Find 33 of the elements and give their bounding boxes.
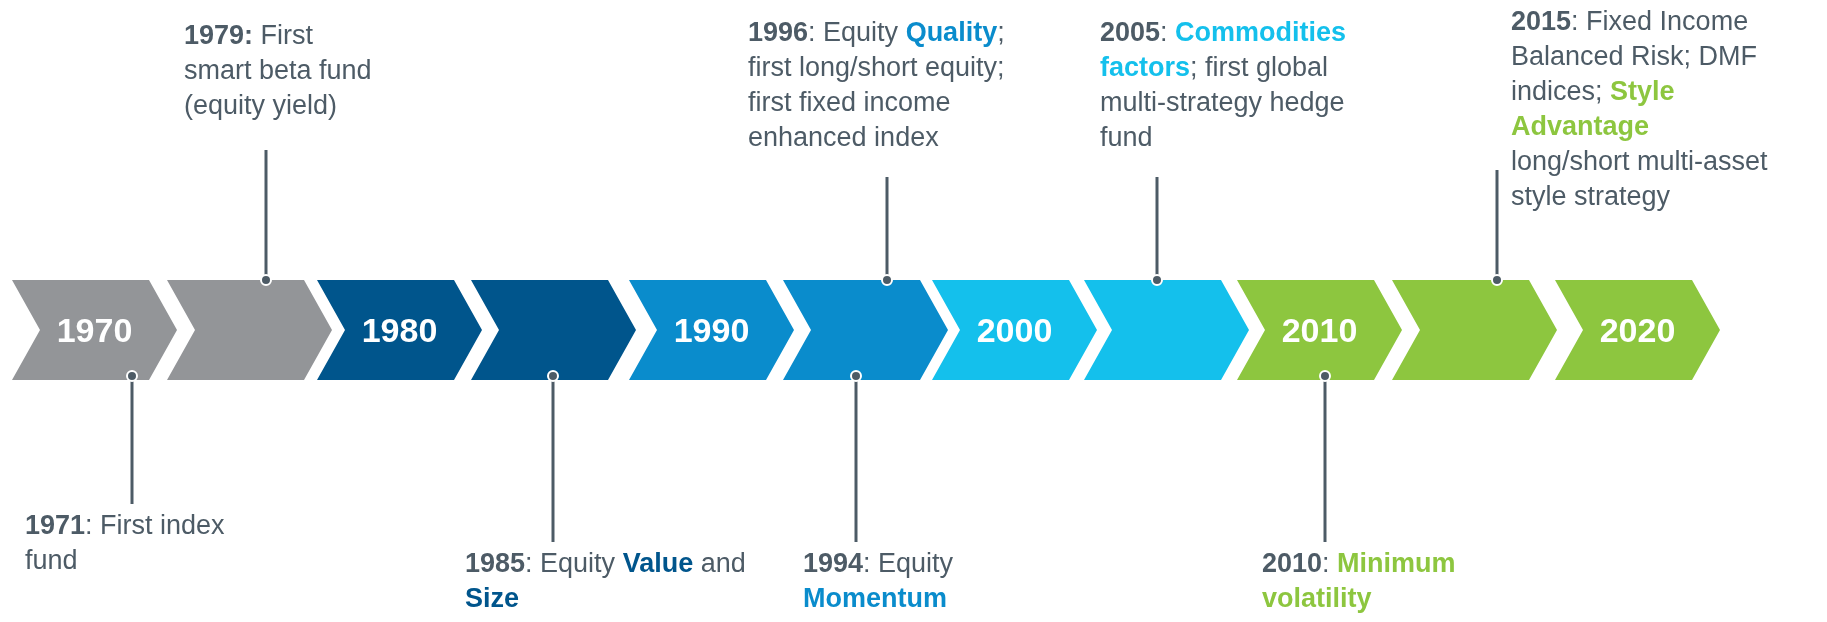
timeline-segment [1237,280,1402,380]
timeline-segment [1392,280,1557,380]
year-label: 2020 [1598,309,1677,351]
callout-text: 2015: Fixed Income Balanced Risk; DMF indices; Style Advantage long/short multi-asset style strategy [1497,4,1772,214]
year-label: 2010 [1280,309,1359,351]
year-label: 1990 [672,309,751,351]
callout-text: 1971: First index fund [25,508,245,578]
callout-text: 2005: Commodities factors; first global multi-strategy hedge fund [1100,15,1375,155]
year-label: 2000 [975,309,1054,351]
leader-line [260,150,272,286]
timeline-segment [1555,280,1720,380]
leader-line [850,370,862,542]
year-label: 1980 [360,309,439,351]
leader-line [1151,177,1163,286]
callout-text: 1979: First smart beta fund (equity yield) [184,18,384,123]
leader-line [1491,170,1503,286]
leader-line [881,177,893,286]
leader-line [547,370,559,542]
timeline-segment [1084,280,1249,380]
leader-line [126,370,138,504]
timeline-segment [167,280,332,380]
timeline-segment [12,280,177,380]
timeline-segment [471,280,636,380]
timeline-segment [629,280,794,380]
callout-text: 1985: Equity Value and Size [465,546,755,616]
callout-text: 1994: Equity Momentum [803,546,1043,616]
leader-line [1319,370,1331,542]
callout-text: 2010: Minimum volatility [1262,546,1522,616]
timeline-segment [317,280,482,380]
timeline-segment [783,280,948,380]
callout-text: 1996: Equity Quality; first long/short equity; first fixed income enhanced index [748,15,1028,155]
timeline-segment [932,280,1097,380]
year-label: 1970 [55,309,134,351]
